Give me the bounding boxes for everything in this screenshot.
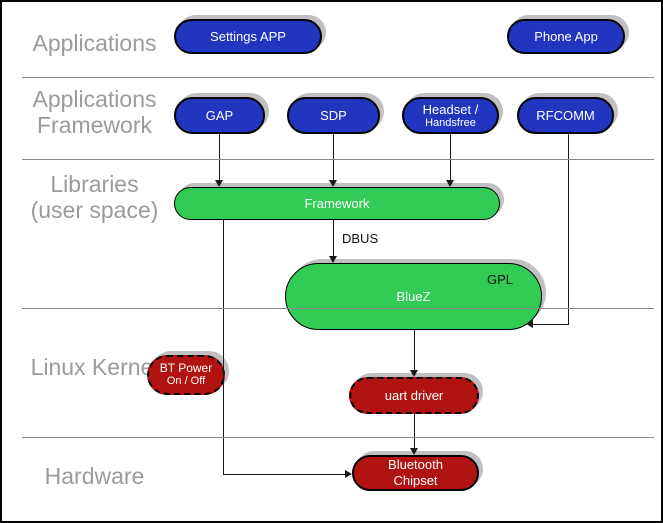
node-headset-line1: Headset / xyxy=(422,101,479,117)
node-headset-line2: Handsfree xyxy=(425,116,476,129)
node-rfcomm: RFCOMM xyxy=(517,97,614,134)
divider-applications-framework xyxy=(22,77,654,78)
edge-rfcomm-to-bluez xyxy=(533,324,569,325)
node-uart-driver: uart driver xyxy=(349,377,479,414)
node-settings-app: Settings APP xyxy=(174,19,322,54)
arrowhead-uart-to-chipset xyxy=(410,448,418,455)
edge-left-to-chipset xyxy=(223,474,345,475)
divider-libraries-kernel xyxy=(22,308,654,309)
node-phone-app: Phone App xyxy=(507,19,625,54)
node-phone-app-label: Phone App xyxy=(534,29,598,44)
node-bt-power-line1: BT Power xyxy=(159,361,213,375)
arrowhead-gap-to-framework xyxy=(215,180,223,187)
node-uart-driver-label: uart driver xyxy=(384,388,444,403)
node-settings-app-label: Settings APP xyxy=(210,29,286,44)
node-sdp: SDP xyxy=(287,97,380,134)
node-bluetooth-chipset-label: Bluetooth Chipset xyxy=(388,457,443,488)
node-bt-power: BT Power On / Off xyxy=(147,355,225,395)
layer-label-libraries: Libraries (user space) xyxy=(30,171,159,223)
edge-framework-to-bluez xyxy=(333,220,334,256)
edge-gap-to-framework xyxy=(219,134,220,180)
node-bluez: GPL BlueZ xyxy=(285,263,542,330)
node-bluez-label: BlueZ xyxy=(396,289,431,304)
node-framework: Framework xyxy=(174,187,500,220)
arrowhead-bluez-to-uart xyxy=(410,370,418,377)
node-framework-label: Framework xyxy=(304,196,370,211)
edge-sdp-to-framework xyxy=(333,134,334,180)
divider-kernel-hardware xyxy=(22,437,654,438)
bluez-gpl-tag: GPL xyxy=(486,272,513,287)
edge-framework-down-left xyxy=(223,220,224,474)
edge-headset-to-framework xyxy=(450,134,451,180)
edge-bluez-to-uart xyxy=(414,330,415,370)
node-headset-handsfree: Headset / Handsfree xyxy=(402,97,499,134)
arrowhead-headset-to-framework xyxy=(446,180,454,187)
node-rfcomm-label: RFCOMM xyxy=(536,108,595,123)
node-bluetooth-chipset: Bluetooth Chipset xyxy=(352,455,479,491)
node-bt-power-line2: On / Off xyxy=(166,375,206,387)
arrowhead-sdp-to-framework xyxy=(329,180,337,187)
arrowhead-rfcomm-to-bluez xyxy=(526,320,533,328)
node-sdp-label: SDP xyxy=(320,108,347,123)
node-gap-label: GAP xyxy=(205,108,234,123)
node-gap: GAP xyxy=(174,97,265,134)
arrowhead-framework-to-bluez xyxy=(329,256,337,263)
edge-uart-to-chipset xyxy=(414,414,415,448)
arrowhead-left-to-chipset xyxy=(345,470,352,478)
dbus-edge-label: DBUS xyxy=(342,231,379,246)
layer-label-applications: Applications xyxy=(32,30,157,56)
divider-framework-libraries xyxy=(22,159,654,160)
layer-label-hardware: Hardware xyxy=(44,463,145,489)
edge-rfcomm-down xyxy=(568,134,569,324)
layer-label-applications-framework: Applications Framework xyxy=(32,86,157,138)
